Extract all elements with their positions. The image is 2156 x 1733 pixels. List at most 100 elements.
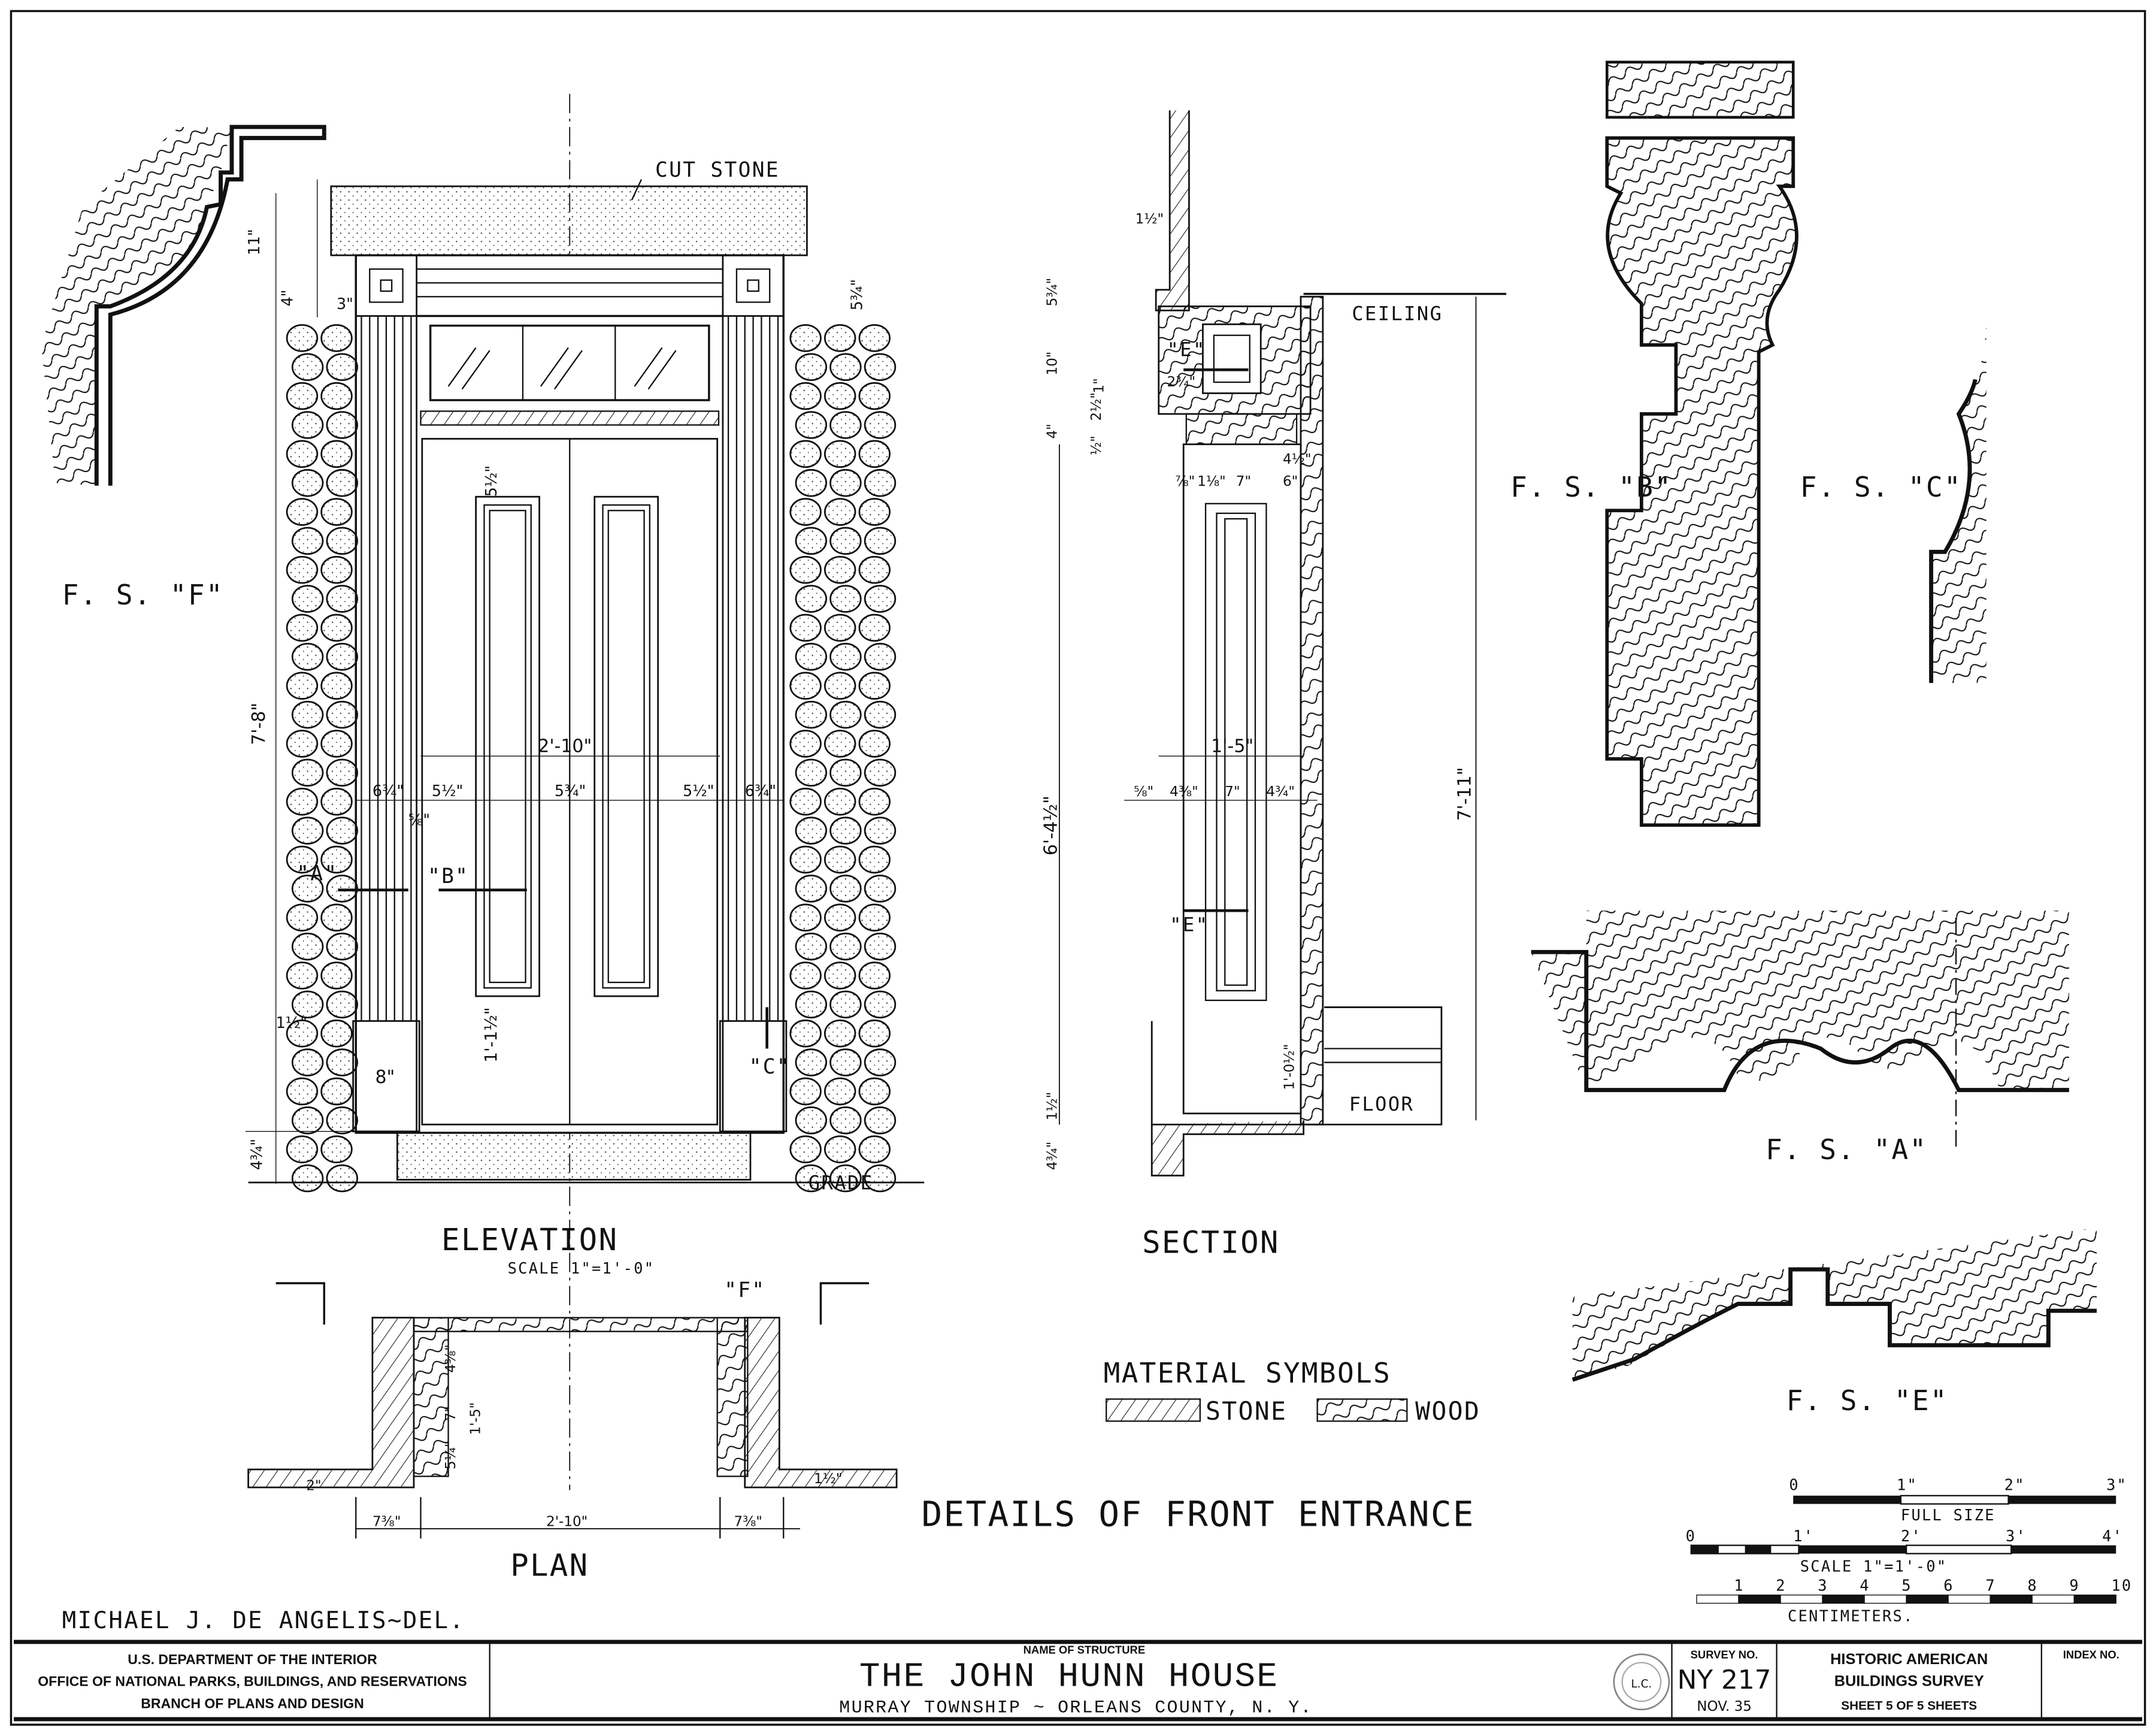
stone xyxy=(286,498,319,526)
svg-text:11": 11" xyxy=(245,229,263,255)
stone xyxy=(823,845,856,874)
stone xyxy=(326,585,358,613)
stone xyxy=(326,990,358,1019)
transom-window xyxy=(429,324,710,401)
stone xyxy=(829,527,862,555)
cm-scale-segment xyxy=(1822,1594,1865,1604)
stone xyxy=(326,527,358,555)
svg-text:7": 7" xyxy=(1225,784,1240,800)
sheet-border xyxy=(10,10,2146,1726)
stone xyxy=(291,700,324,729)
stone xyxy=(864,875,897,903)
stone xyxy=(795,1048,828,1076)
svg-text:4¾": 4¾" xyxy=(1266,784,1295,800)
stone xyxy=(823,324,856,352)
stone xyxy=(829,875,862,903)
cm-scale-segment xyxy=(1738,1594,1781,1604)
cm-tick-label: 10 xyxy=(2111,1577,2132,1595)
stone xyxy=(829,353,862,381)
stone xyxy=(795,527,828,555)
detail-f xyxy=(41,125,326,486)
stone xyxy=(795,990,828,1019)
structure-location: MURRAY TOWNSHIP ~ ORLEANS COUNTY, N. Y. xyxy=(839,1697,1312,1717)
svg-text:4": 4" xyxy=(278,290,296,307)
stone xyxy=(829,1048,862,1076)
stone-step xyxy=(396,1132,752,1181)
svg-text:7⅜": 7⅜" xyxy=(734,1514,762,1529)
svg-text:2'-10": 2'-10" xyxy=(546,1514,588,1529)
detail-e xyxy=(1571,1227,2097,1382)
stone xyxy=(795,758,828,787)
stone xyxy=(795,468,828,497)
svg-text:8": 8" xyxy=(375,1067,395,1088)
stone xyxy=(291,990,324,1019)
name-of-structure-label: NAME OF STRUCTURE xyxy=(1024,1644,1145,1656)
cm-scale-segment xyxy=(1906,1594,1949,1604)
agency-line-3: BRANCH OF PLANS AND DESIGN xyxy=(141,1695,364,1711)
cm-scale-segment xyxy=(2073,1594,2116,1604)
cm-scale-segment xyxy=(1780,1594,1823,1604)
svg-text:½": ½" xyxy=(1089,435,1104,455)
svg-text:1': 1' xyxy=(1793,1527,1814,1545)
stone xyxy=(320,845,353,874)
stone xyxy=(829,643,862,671)
stone xyxy=(823,787,856,816)
drawing-title: DETAILS OF FRONT ENTRANCE xyxy=(922,1494,1475,1534)
svg-text:2¾": 2¾" xyxy=(1167,374,1196,390)
stone xyxy=(320,1135,353,1163)
survey-date: NOV. 35 xyxy=(1697,1699,1752,1714)
detail-a-label: F. S. "A" xyxy=(1766,1133,1927,1166)
stone xyxy=(858,787,891,816)
stone xyxy=(320,613,353,642)
svg-text:6'-4½": 6'-4½" xyxy=(1040,796,1061,855)
stone xyxy=(795,1106,828,1135)
detail-b-label: F. S. "B" xyxy=(1510,471,1672,503)
stone xyxy=(858,440,891,468)
stone xyxy=(320,498,353,526)
stone xyxy=(291,932,324,961)
section-mark-e-bottom: "E" xyxy=(1170,914,1209,936)
svg-text:4⅜": 4⅜" xyxy=(1170,784,1198,800)
floor-label: FLOOR xyxy=(1349,1093,1415,1115)
cm-scale-segment xyxy=(1948,1594,1991,1604)
stone xyxy=(789,672,822,700)
stone xyxy=(789,845,822,874)
section-mark-f: "F" xyxy=(724,1278,765,1302)
section-mark-c: "C" xyxy=(749,1055,791,1079)
stone xyxy=(823,498,856,526)
svg-text:2': 2' xyxy=(1901,1527,1922,1545)
svg-text:10": 10" xyxy=(1044,352,1060,376)
section-view xyxy=(1058,110,1507,1176)
agency-line-2: OFFICE OF NATIONAL PARKS, BUILDINGS, AND… xyxy=(38,1674,467,1689)
svg-text:0: 0 xyxy=(1686,1527,1697,1545)
stone xyxy=(326,1106,358,1135)
stone xyxy=(789,1135,822,1163)
stone xyxy=(864,1048,897,1076)
stone xyxy=(823,440,856,468)
svg-text:1⅛": 1⅛" xyxy=(1197,474,1226,489)
plan-title: PLAN xyxy=(510,1547,589,1583)
stone xyxy=(291,585,324,613)
stone xyxy=(789,961,822,990)
rubble-stone-wall xyxy=(286,324,897,1193)
stone xyxy=(320,1077,353,1106)
svg-text:5¼": 5¼" xyxy=(443,1441,459,1469)
cm-tick-label: 9 xyxy=(2069,1577,2080,1595)
stone xyxy=(326,468,358,497)
stone xyxy=(858,903,891,931)
title-block: U.S. DEPARTMENT OF THE INTERIOR OFFICE O… xyxy=(14,1640,2142,1722)
stone xyxy=(789,730,822,758)
cm-tick-label: 5 xyxy=(1901,1577,1912,1595)
svg-text:L.C.: L.C. xyxy=(1631,1678,1652,1690)
svg-text:5½": 5½" xyxy=(482,465,500,497)
stone-label: STONE xyxy=(1206,1397,1287,1426)
stone xyxy=(286,1019,319,1048)
stone xyxy=(858,498,891,526)
cm-tick-label: 8 xyxy=(2027,1577,2038,1595)
stone xyxy=(858,324,891,352)
stone xyxy=(326,932,358,961)
plan-dimensions: 4⅜" 7" 1'-5" 5¼" 2" 1½" 7⅜" 2'-10" 7⅜" xyxy=(306,1344,842,1529)
stone xyxy=(829,468,862,497)
dentil-band xyxy=(420,410,720,426)
svg-text:1½": 1½" xyxy=(1135,211,1164,227)
